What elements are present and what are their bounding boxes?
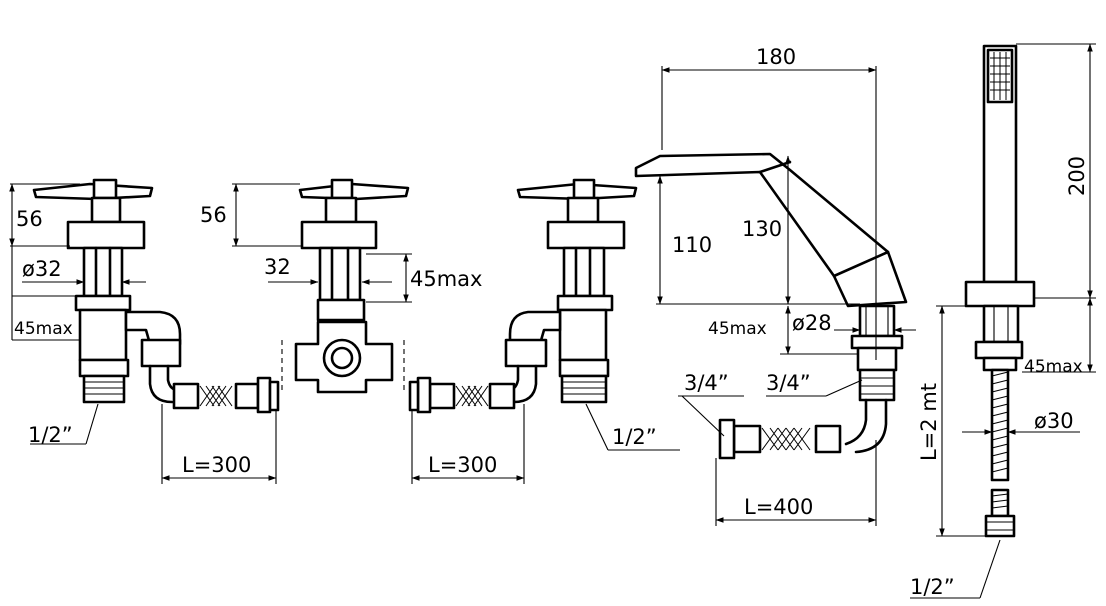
spout-reach-label: 180 <box>756 45 796 69</box>
spout <box>634 152 908 460</box>
spout-height-label: 110 <box>672 233 712 257</box>
left-max-depth-label: 45max <box>14 319 73 339</box>
handshower-max-depth-label: 45max <box>1024 357 1083 377</box>
handshower-length-label: 200 <box>1065 156 1089 196</box>
handshower-thread-label: 1/2” <box>910 575 955 599</box>
right-inlet-thread-label: 1/2” <box>612 425 657 449</box>
left-hose-length-label: L=300 <box>182 453 251 477</box>
spout-diameter-label: ø28 <box>792 311 832 335</box>
dimension-labels: 56 ø32 45max 1/2” 56 32 45max L=300 L=30… <box>14 45 1089 599</box>
handshower-diameter-label: ø30 <box>1034 409 1074 433</box>
left-handle-height-label: 56 <box>16 207 43 231</box>
left-inlet-thread-label: 1/2” <box>28 423 73 447</box>
handshower-hose-length-label: L=2 mt <box>917 383 941 461</box>
dimension-lines <box>9 43 1096 599</box>
spout-thread-b-label: 3/4” <box>766 371 811 395</box>
left-valve <box>32 178 280 414</box>
right-hose-length-label: L=300 <box>428 453 497 477</box>
left-body-diameter-label: ø32 <box>22 257 62 281</box>
right-valve <box>408 178 638 414</box>
spout-max-depth-label: 45max <box>708 319 767 339</box>
center-body-size-label: 32 <box>264 255 291 279</box>
spout-hose-length-label: L=400 <box>744 495 813 519</box>
center-handle-height-label: 56 <box>200 203 227 227</box>
hand-shower <box>964 44 1036 538</box>
spout-thread-a-label: 3/4” <box>684 371 729 395</box>
center-max-depth-label: 45max <box>410 267 482 291</box>
center-valve <box>294 178 410 394</box>
spout-length-label: 130 <box>742 217 782 241</box>
